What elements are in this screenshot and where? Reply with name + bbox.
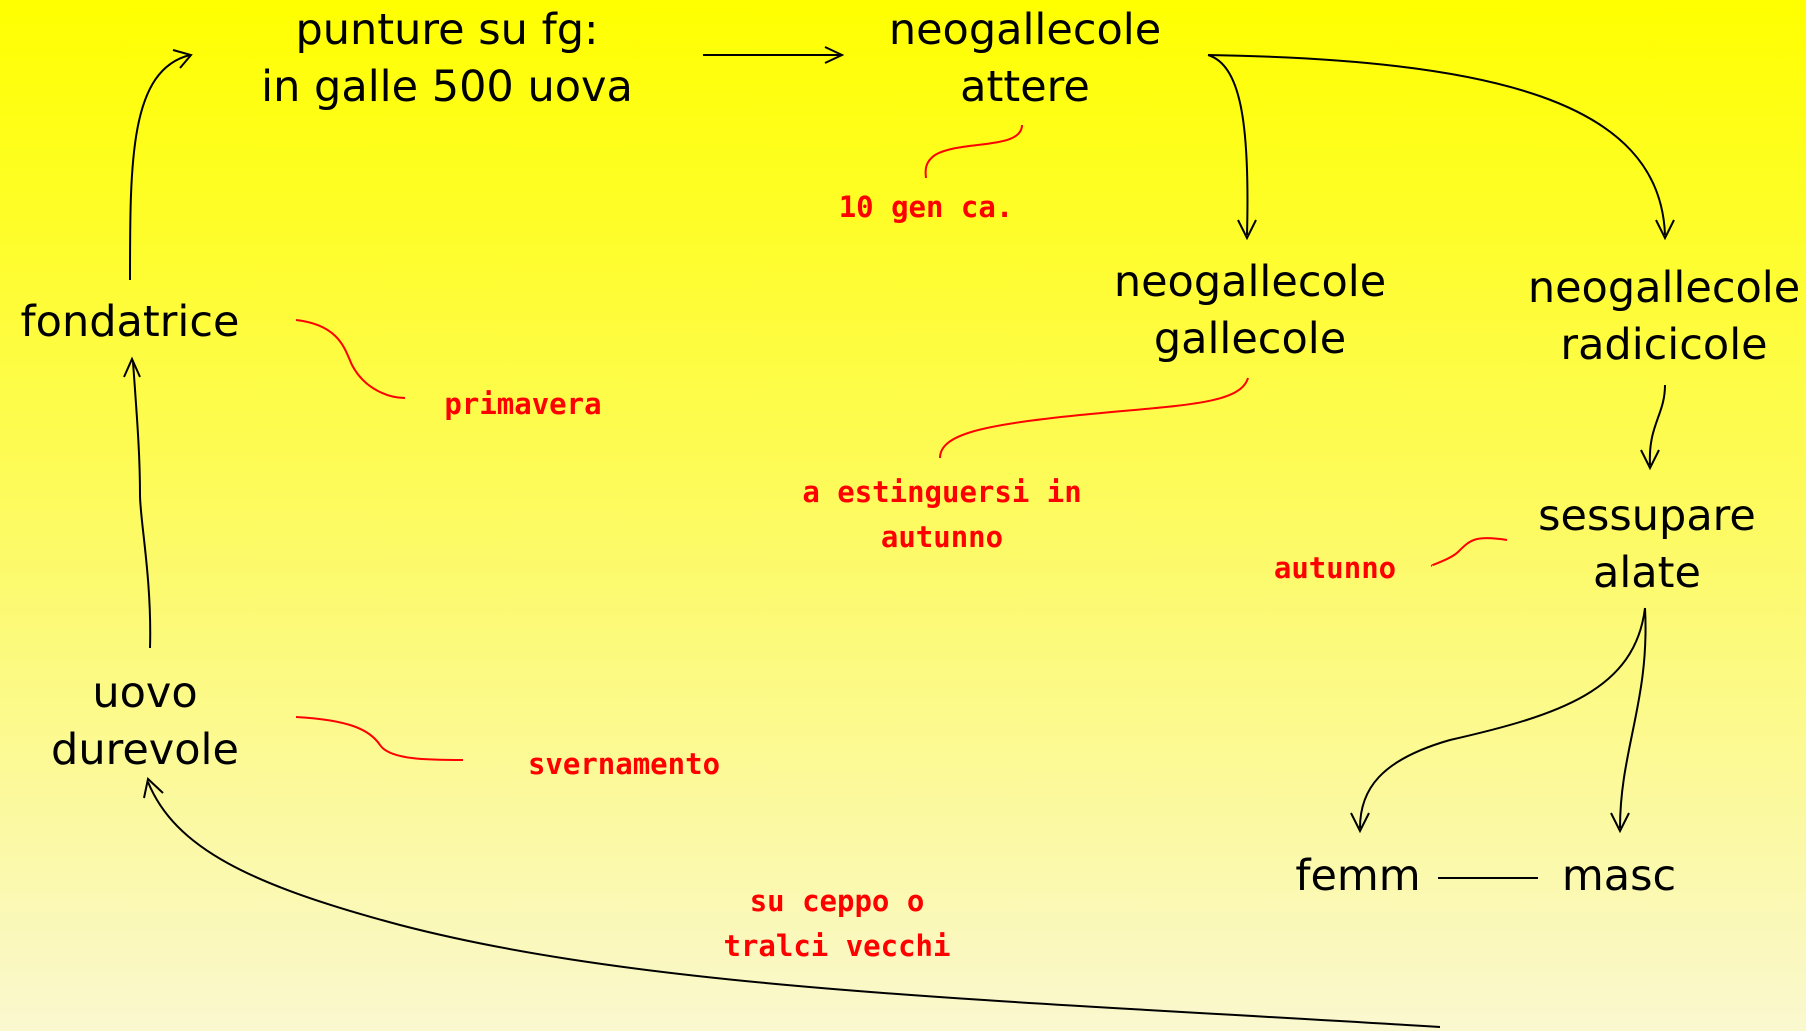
node-femm: femm [1295, 848, 1420, 905]
node-femm-line1: femm [1295, 851, 1421, 901]
node-neogallecole-gallecole: neogallecole gallecole [1114, 254, 1386, 368]
node-punture: punture su fg: in galle 500 uova [261, 2, 633, 116]
node-fondatrice: fondatrice [21, 294, 240, 351]
node-uovo-durevole-line2: durevole [51, 725, 239, 775]
note-estinguersi-line1: a estinguersi in [802, 475, 1082, 509]
arrow-return-to-uovo [147, 781, 1441, 1028]
note-ceppo-line2: tralci vecchi [723, 929, 951, 963]
arrowhead-punture [172, 49, 193, 69]
node-masc-line1: masc [1561, 851, 1677, 901]
note-autunno-line1: autunno [1273, 551, 1397, 585]
connector-sessupare-autunno [1430, 537, 1508, 567]
node-sessupare-alate-line1: sessupare [1538, 491, 1756, 541]
node-neogallecole-attere-line2: attere [960, 62, 1090, 112]
node-neogallecole-radicicole-line1: neogallecole [1527, 263, 1801, 313]
node-uovo-durevole: uovo durevole [51, 665, 239, 779]
note-ceppo-line1: su ceppo o [749, 884, 925, 918]
note-primavera: primavera [444, 382, 601, 427]
arrow-attere-to-radicicole [1207, 54, 1666, 236]
node-neogallecole-gallecole-line2: gallecole [1153, 314, 1347, 364]
arrow-sessupare-to-masc [1619, 607, 1647, 829]
arrowhead-uovo [143, 777, 164, 799]
node-sessupare-alate-line2: alate [1593, 548, 1701, 598]
node-masc: masc [1562, 848, 1676, 905]
note-10-gen-line1: 10 gen ca. [838, 190, 1014, 224]
arrowhead-fondatrice [123, 356, 141, 378]
arrow-radicicole-to-sessupare [1648, 384, 1666, 466]
note-autunno: autunno [1274, 546, 1396, 591]
arrowhead-attere [824, 46, 845, 64]
node-neogallecole-gallecole-line1: neogallecole [1113, 257, 1387, 307]
arrow-attere-to-gallecole [1207, 54, 1249, 236]
connector-attere-10gen [924, 124, 1023, 179]
node-sessupare-alate: sessupare alate [1538, 488, 1756, 602]
note-10-gen: 10 gen ca. [839, 185, 1014, 230]
node-neogallecole-radicicole-line2: radicicole [1560, 320, 1768, 370]
node-fondatrice-line1: fondatrice [20, 297, 240, 347]
note-svernamento-line1: svernamento [527, 747, 721, 781]
node-punture-line2: in galle 500 uova [261, 62, 633, 112]
arrowhead-radicicole [1655, 219, 1675, 241]
arrowhead-sessupare [1640, 449, 1660, 471]
arrow-sessupare-to-femm [1359, 607, 1646, 829]
note-estinguersi-line2: autunno [880, 520, 1004, 554]
node-punture-line1: punture su fg: [295, 5, 599, 55]
arrowhead-femm [1350, 812, 1370, 834]
note-svernamento: svernamento [528, 742, 720, 787]
note-estinguersi: a estinguersi in autunno [802, 470, 1081, 560]
arrow-fondatrice-to-punture [129, 54, 191, 281]
arrowhead-gallecole [1237, 219, 1257, 241]
connector-uovo-svernamento [295, 716, 464, 761]
node-neogallecole-attere: neogallecole attere [889, 2, 1161, 116]
connector-gallecole-estinguersi [939, 377, 1249, 459]
node-neogallecole-radicicole: neogallecole radicicole [1528, 260, 1800, 374]
arrow-uovo-to-fondatrice [132, 361, 152, 649]
note-primavera-line1: primavera [444, 387, 602, 421]
arrowhead-masc [1610, 812, 1630, 834]
connector-fondatrice-primavera [295, 319, 406, 399]
node-uovo-durevole-line1: uovo [92, 668, 198, 718]
note-ceppo: su ceppo o tralci vecchi [724, 879, 951, 969]
node-neogallecole-attere-line1: neogallecole [888, 5, 1162, 55]
